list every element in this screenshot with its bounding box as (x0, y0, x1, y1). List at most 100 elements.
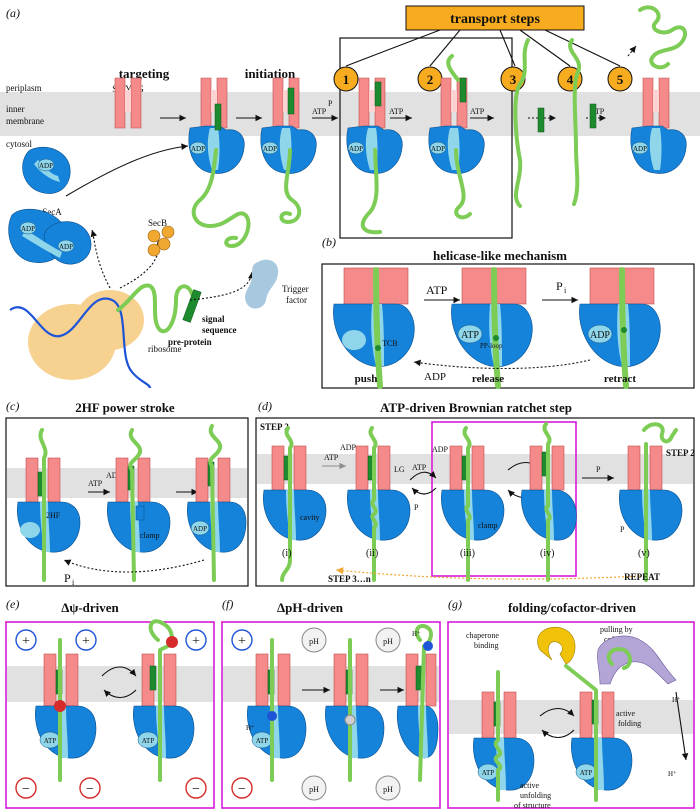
panel-e-title: Δψ-driven (61, 600, 119, 615)
signal-label: signal (202, 314, 225, 324)
translocon-step2: ADP (428, 77, 485, 175)
adp-label-dimer-upper: ADP (39, 162, 53, 170)
translocon-initiation: ADP (260, 77, 317, 175)
atp-label-e2: ATP (142, 737, 155, 745)
dph-state-2 (325, 638, 385, 782)
adp-label-s1: ADP (349, 145, 363, 153)
secyeg-label: SecYEG (112, 84, 144, 94)
panel-e-letter: (e) (6, 597, 19, 611)
released-signal-2 (589, 103, 597, 129)
panel-g: (g) folding/cofactor-driven chaperone bi… (447, 597, 695, 810)
power-stroke-state-3: ADP (187, 424, 247, 582)
cofactor-chain (606, 647, 632, 670)
f-minus-sign: − (238, 782, 246, 797)
seca-dimer-lower: ADP ADP (8, 208, 92, 265)
cavity-label: cavity (300, 513, 320, 522)
folded-protein-released (638, 5, 688, 70)
roman-ii: (ii) (366, 548, 378, 559)
translocon-final: ADP (630, 77, 687, 175)
ploop-label: PP-loop (480, 342, 503, 350)
translocon-step1: ADP (346, 77, 403, 175)
panel-e: (e) Δψ-driven + + + − − − ATP (5, 597, 215, 809)
chaperone-label-1: chaperone (466, 631, 499, 640)
atp-label-d: ATP (412, 463, 427, 472)
minus-sign-2: − (86, 782, 94, 797)
pi-label-d3: P (620, 525, 625, 534)
f-minus-circle (231, 777, 253, 799)
chaperone-label-2: binding (474, 641, 498, 650)
unfold-label-1: active (520, 781, 540, 790)
pulling-label-1: pulling by (600, 625, 633, 634)
atp-label-a2: ATP (389, 107, 404, 116)
step2-label-right: STEP 2 (666, 448, 695, 458)
lg-label: LG (394, 465, 405, 474)
translocon-targeting: ADP (188, 77, 245, 175)
preprotein-label: pre-protein (168, 337, 212, 347)
clamp-label-c: clamp (140, 531, 160, 540)
atp-label-f1: ATP (256, 737, 269, 745)
adp-label-c: ADP (106, 471, 123, 480)
ratchet-state-i: cavity (263, 426, 327, 582)
atp-label-a3: ATP (470, 107, 485, 116)
f-plus-sign: + (238, 634, 246, 649)
ratchet-highlight-frame (431, 421, 577, 577)
hplus-label-g1: H⁺ (672, 696, 681, 704)
ratchet-state-iii: clamp (441, 426, 505, 582)
helicase-retract-state: ADP (579, 267, 661, 389)
adp-label-d-faded: ADP (340, 443, 357, 452)
pi-label-d1: P (414, 503, 419, 512)
step-badge-1: 1 (343, 72, 350, 87)
minus-sign-1: − (22, 782, 30, 797)
helicase-release-state: ATP PP-loop (451, 267, 533, 389)
transport-steps-box (405, 5, 585, 31)
release-label: release (472, 373, 504, 385)
retract-label: retract (604, 373, 636, 385)
atp-label-g2: ATP (580, 769, 593, 777)
chain-step1 (360, 148, 382, 235)
step-badge-4: 4 (567, 72, 574, 87)
plus-sign-3: + (192, 634, 200, 649)
panel-a-letter: (a) (6, 6, 20, 20)
step-highlight-frame (339, 37, 513, 239)
ph-label-3: pH (309, 785, 319, 794)
seca-label: SecA (42, 207, 62, 217)
atp-label-d-faded: ATP (324, 453, 339, 462)
panel-c: (c) 2HF power stroke 2HF ATP ADP clamp (5, 399, 249, 587)
push-label: push (355, 373, 378, 385)
seca-dimer-upper: ADP (22, 146, 71, 194)
adp-label-d: ADP (432, 445, 449, 454)
atp-label-c: ATP (88, 479, 103, 488)
roman-i: (i) (282, 548, 291, 559)
pi-label-a1: P (328, 99, 333, 108)
minus-sign-3: − (192, 782, 200, 797)
targeting-label: targeting (119, 66, 170, 81)
adp-label-c3: ADP (193, 525, 207, 533)
ph-indicators: pH pH pH pH (301, 627, 401, 801)
hplus-label-f2: H⁺ (412, 630, 421, 638)
factor-label: factor (286, 295, 307, 305)
panel-a: (a) periplasm inner membrane cytosol tra… (0, 5, 700, 389)
sequence-label: sequence (202, 325, 237, 335)
panel-f: (f) ΔpH-driven + − pH pH pH pH ATP (221, 597, 441, 809)
hplus-label-g2: H⁺ (668, 770, 677, 778)
step-badge-3: 3 (510, 72, 517, 87)
chain-step2 (446, 54, 472, 220)
step2-label: STEP 2 (260, 422, 289, 432)
trigger-factor (245, 259, 279, 309)
unfold-label-2: unfolding (520, 791, 551, 800)
preprotein-chain (116, 283, 194, 334)
ribosome-label: ribosome (148, 344, 182, 354)
pi-label-c: P (64, 571, 71, 585)
panel-b-title: helicase-like mechanism (433, 248, 567, 263)
atp-label-a4: ATP (590, 107, 605, 116)
dph-state-3 (396, 623, 439, 782)
helicase-push-state: TCB (333, 267, 415, 389)
atp-label-release: ATP (461, 330, 479, 341)
plus-sign-1: + (22, 634, 30, 649)
chaperone (537, 626, 576, 665)
panel-g-letter: (g) (448, 597, 462, 611)
panel-b-letter: (b) (322, 235, 336, 249)
step-badge-5: 5 (617, 72, 624, 87)
secb-label: SecB (148, 218, 167, 228)
roman-iv: (iv) (540, 548, 554, 559)
